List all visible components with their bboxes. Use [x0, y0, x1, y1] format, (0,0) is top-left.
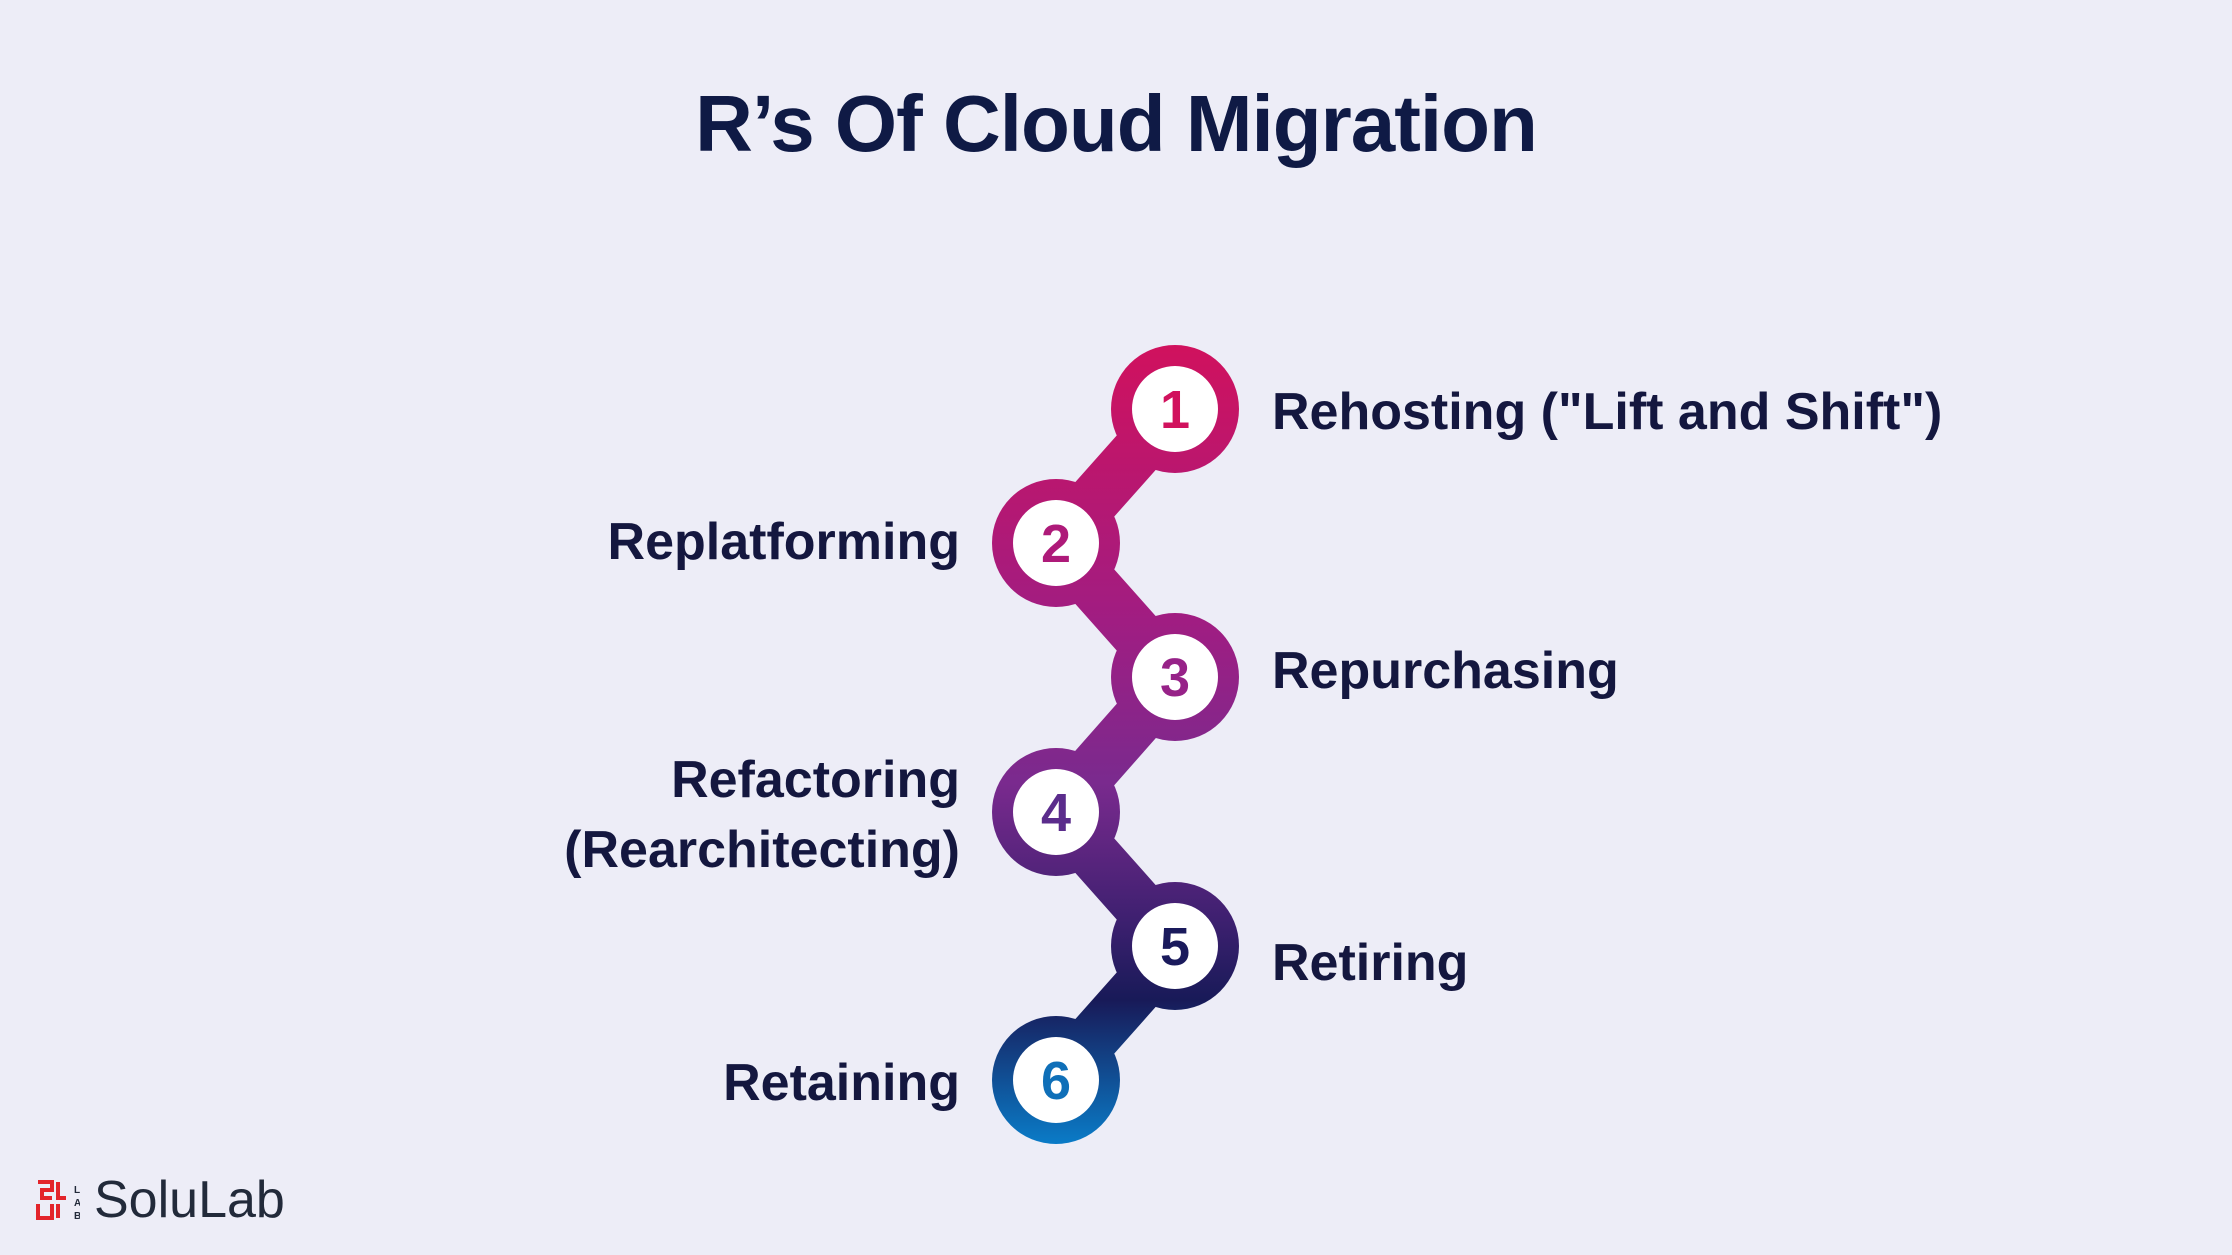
step-disc-3 — [1132, 634, 1218, 720]
step-number-4: 4 — [1041, 783, 1071, 843]
step-label-3: Repurchasing — [1272, 642, 1619, 700]
step-node-1: 1 — [1132, 366, 1218, 452]
step-disc-1 — [1132, 366, 1218, 452]
step-node-2: 2 — [1013, 500, 1099, 586]
step-disc-6 — [1013, 1037, 1099, 1123]
solulab-logo-icon: L A B — [36, 1180, 80, 1222]
step-label-1: Rehosting ("Lift and Shift") — [1272, 383, 1943, 441]
step-label-5: Retiring — [1272, 934, 1469, 992]
step-node-4: 4 — [1013, 769, 1099, 855]
step-number-3: 3 — [1160, 648, 1190, 708]
step-node-5: 5 — [1132, 903, 1218, 989]
step-disc-2 — [1013, 500, 1099, 586]
page-title: R’s Of Cloud Migration — [695, 79, 1538, 168]
svg-text:A: A — [74, 1198, 80, 1209]
step-number-2: 2 — [1041, 514, 1071, 574]
step-disc-4 — [1013, 769, 1099, 855]
step-node-3: 3 — [1132, 634, 1218, 720]
step-label-2: Replatforming — [607, 513, 960, 571]
step-label-6: Retaining — [723, 1054, 960, 1112]
step-label-4: Refactoring (Rearchitecting) — [564, 745, 960, 885]
step-label-4-line-2: (Rearchitecting) — [564, 821, 960, 879]
solulab-logo: L A B SoluLab — [36, 1170, 285, 1230]
logo-text: SoluLab — [94, 1171, 285, 1229]
svg-text:B: B — [74, 1211, 80, 1222]
step-node-6: 6 — [1013, 1037, 1099, 1123]
step-label-4-line-1: Refactoring — [671, 751, 960, 809]
step-number-6: 6 — [1041, 1051, 1071, 1111]
step-number-5: 5 — [1160, 917, 1190, 977]
svg-text:L: L — [74, 1185, 80, 1196]
step-number-1: 1 — [1160, 380, 1190, 440]
step-disc-5 — [1132, 903, 1218, 989]
